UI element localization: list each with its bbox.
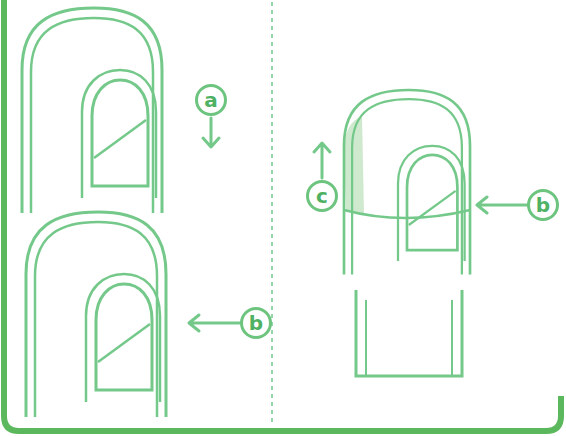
cap-figure bbox=[26, 212, 166, 417]
direction-arrow bbox=[189, 118, 527, 331]
callout-letter: c bbox=[316, 186, 328, 206]
callout-circle: b bbox=[240, 307, 272, 339]
callout-letter: a bbox=[204, 90, 218, 110]
callout-circle: c bbox=[306, 180, 338, 212]
callout-circle: b bbox=[527, 189, 559, 221]
callout-circle: a bbox=[195, 84, 227, 116]
cap-figure bbox=[22, 8, 162, 213]
callout-letter: b bbox=[536, 195, 550, 215]
cap-figure bbox=[344, 90, 470, 376]
divider bbox=[271, 2, 273, 426]
callout-letter: b bbox=[249, 313, 263, 333]
panel-frame bbox=[4, 0, 561, 431]
